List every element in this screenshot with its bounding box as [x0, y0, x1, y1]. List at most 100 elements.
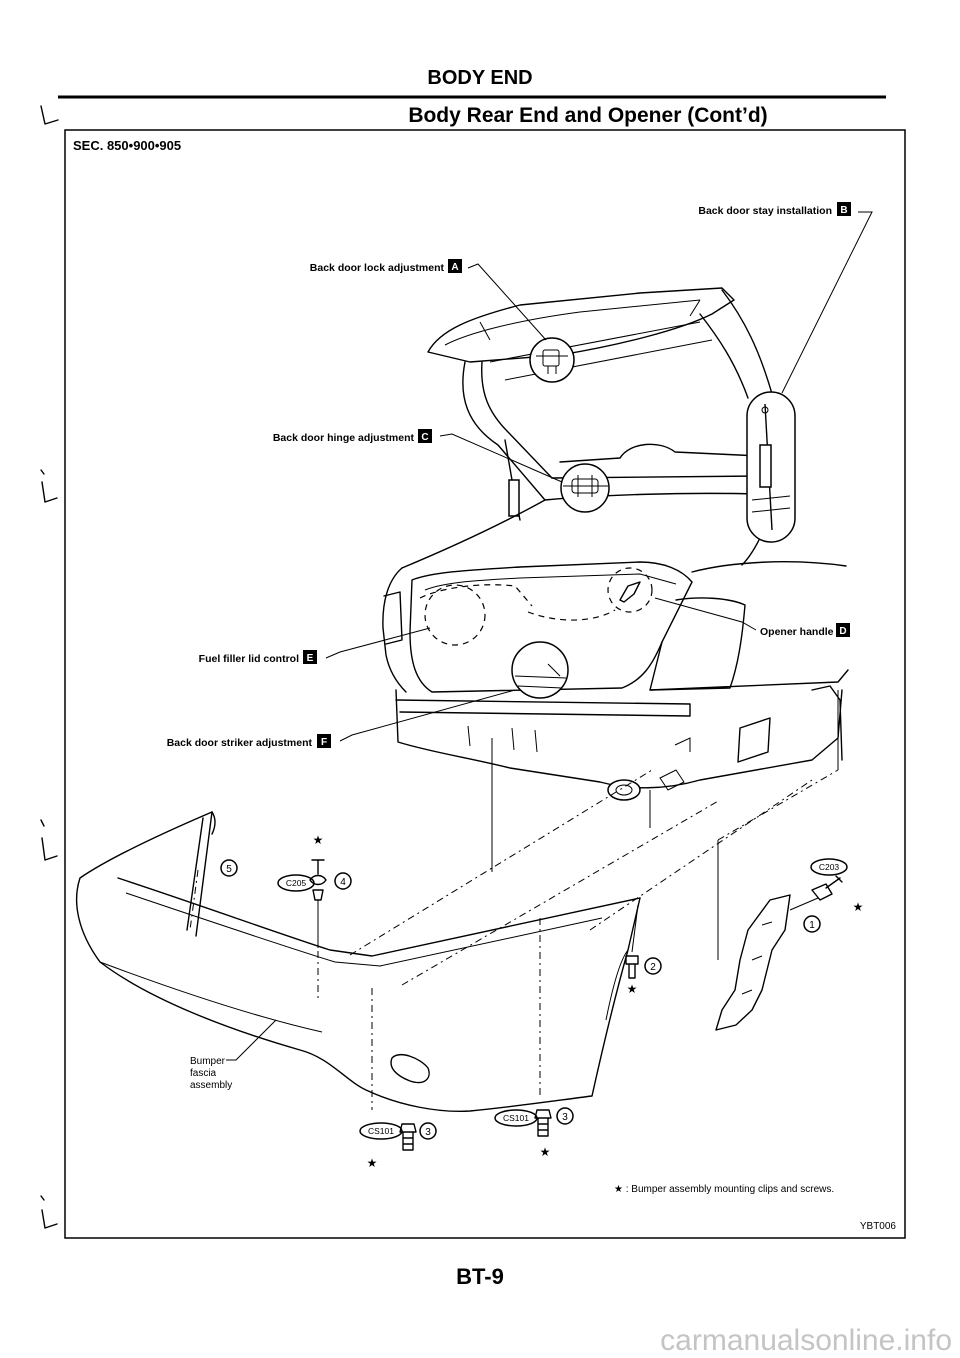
callout-lock-label: Back door lock adjustment: [310, 262, 445, 274]
bumper-reflector-slot: [390, 1054, 430, 1084]
figure-frame: [64, 129, 906, 1239]
star-mark: ★: [367, 1156, 378, 1170]
fuel-lid-detail: [419, 567, 653, 646]
opener-lever-icon: [619, 581, 641, 603]
fastener-cs101-right: CS101 3 ★: [494, 1107, 574, 1159]
callout-key-box: [418, 429, 432, 443]
part-number-circle: [556, 1107, 574, 1125]
star-mark: ★: [853, 900, 864, 914]
binding-mark: [40, 469, 58, 503]
hinge-line: [563, 475, 608, 497]
bumper-drawing: [75, 811, 791, 1113]
bumper-fascia-outline: [75, 811, 641, 1113]
fastener-c205: C205 ★ 4: [277, 833, 352, 948]
spoiler-inner-line: [479, 299, 701, 341]
callout-striker-leader: [339, 689, 516, 742]
bumper-label-line2: fascia: [190, 1068, 217, 1079]
bumper-top-inner-line: [125, 892, 603, 967]
rear-body-drawing: [382, 561, 849, 801]
clip-cs101-oval: [359, 1122, 403, 1140]
watermark: carmanualsonline.info: [660, 1324, 952, 1357]
stay-cylinder-detail: [759, 444, 772, 488]
callout-striker-label: Back door striker adjustment: [167, 737, 313, 749]
callout-fuel-leader: [325, 627, 431, 659]
callout-lock: Back door lock adjustment A: [310, 259, 547, 341]
screw-icon: [534, 1109, 552, 1137]
back-door-right-inner: [699, 313, 749, 399]
binding-marks: [40, 105, 59, 1229]
bumper-label-line3: assembly: [190, 1080, 232, 1091]
clip-c203-code: C203: [819, 862, 840, 872]
callout-key-letter: E: [307, 653, 314, 664]
fastener-c203: C203 ★ 1: [789, 858, 864, 933]
screw-leader: [631, 904, 639, 953]
callout-fuel-label: Fuel filler lid control: [199, 653, 299, 665]
fastener-legend: ★ : Bumper assembly mounting clips and s…: [614, 1184, 834, 1195]
callout-stay: Back door stay installation B: [698, 202, 873, 394]
guide-dash: [401, 799, 721, 986]
callout-striker: Back door striker adjustment F: [167, 689, 516, 749]
stay-bracket: [751, 495, 791, 513]
part-number-circle: [644, 957, 662, 975]
part-5: 5: [220, 859, 238, 877]
part-number-circle: [419, 1122, 437, 1140]
rear-panel-patch: [737, 717, 771, 763]
fuel-filler-circle: [424, 584, 486, 646]
binding-mark: [40, 1195, 58, 1229]
fuel-lid-cable-path: [419, 584, 616, 621]
stay-detail: [746, 391, 796, 543]
back-door-glass-line: [489, 321, 713, 381]
bumper-label-line1: Bumper: [190, 1056, 226, 1067]
guide-dash: [589, 779, 813, 931]
exhaust-pipe: [607, 779, 641, 801]
latch-icon: [542, 349, 560, 367]
star-mark: ★: [313, 833, 324, 847]
opener-detail: [511, 641, 569, 699]
page-title: Body Rear End and Opener (Cont’d): [408, 104, 767, 127]
screw-icon: [625, 955, 639, 979]
clip-c205-code: C205: [286, 878, 307, 888]
bumper-top-edge: [117, 877, 641, 957]
figure-id: YBT006: [860, 1221, 897, 1232]
lock-detail-circle: [529, 337, 575, 383]
exhaust-pipe-tip: [615, 784, 633, 796]
fastener-cs101-left: CS101 3 ★: [359, 1122, 437, 1170]
callout-key-letter: A: [451, 262, 458, 273]
binding-mark: [40, 819, 58, 861]
callout-lock-leader: [467, 263, 547, 341]
callout-key-letter: B: [840, 205, 847, 216]
bumper-right-end: [605, 949, 629, 1021]
part-number-2: 2: [650, 962, 656, 973]
latch-line: [536, 355, 568, 374]
callout-hinge-label: Back door hinge adjustment: [273, 432, 415, 444]
left-taillight: [383, 591, 403, 645]
section-reference: SEC. 850•900•905: [73, 138, 181, 153]
callout-opener-label: Opener handle: [760, 626, 834, 638]
push-clip-icon: [309, 859, 327, 901]
rear-panel-detail: [467, 725, 691, 753]
part-number-3: 3: [425, 1127, 431, 1138]
section-heading: BODY END: [427, 67, 532, 89]
callout-key-letter: D: [839, 626, 846, 637]
opener-detail-circle: [511, 641, 569, 699]
stay-cylinder: [508, 479, 520, 517]
part-number-1: 1: [809, 920, 815, 931]
callout-key-box: [317, 734, 331, 748]
callout-key-box: [448, 259, 462, 273]
clip-cs101-code: CS101: [503, 1113, 529, 1123]
spoiler-inner-line: [444, 299, 701, 346]
callout-stay-label: Back door stay installation: [698, 205, 832, 217]
callout-key-letter: C: [421, 432, 428, 443]
bumper-side-fin: [211, 811, 216, 835]
bumper-side-bracket: [715, 894, 791, 1031]
rear-panel-ledge: [395, 699, 691, 717]
callout-hinge-leader: [439, 433, 563, 483]
callout-key-letter: F: [321, 737, 327, 748]
callout-stay-leader: [781, 211, 873, 394]
rear-lower-panel: [395, 689, 843, 789]
callout-key-box: [836, 623, 850, 637]
back-door-spoiler: [427, 287, 735, 363]
roof-rear-edge: [559, 443, 761, 463]
page-number: BT-9: [456, 1264, 504, 1289]
